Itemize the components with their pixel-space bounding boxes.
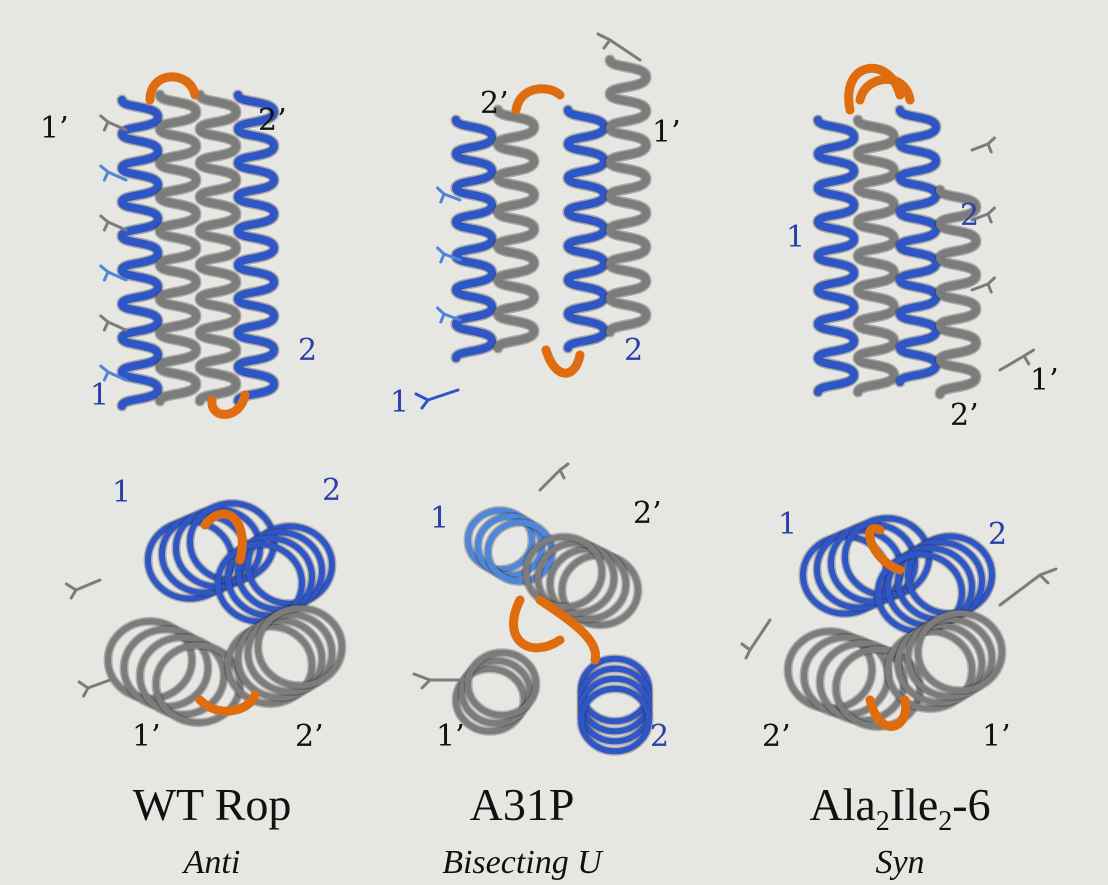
panel2-side-label-1: 1 [390, 385, 409, 420]
p2-sidechain [438, 308, 460, 322]
panel1-top-label-2: 2 [322, 473, 341, 508]
panel2-side-label-2prime: 2’ [480, 86, 509, 121]
panel3-top-label-1: 1 [778, 507, 797, 542]
p3-sidechain [972, 138, 994, 152]
panel2-side-label-1prime: 1’ [652, 115, 681, 150]
panel2-side-label-2: 2 [624, 333, 643, 368]
panel3-top-label-2prime: 2’ [762, 719, 791, 754]
panel1-top-label-2prime: 2’ [295, 719, 324, 754]
p2-loop-bottom [546, 350, 580, 373]
p2-loop-top [516, 89, 560, 110]
p3-sidechain [1000, 350, 1034, 370]
p1-sidechain [101, 316, 126, 330]
panel2-top-label-1: 1 [430, 501, 449, 536]
p1-sidechain [101, 116, 126, 130]
panel3-title-end: -6 [952, 779, 990, 830]
panel3-title-sub2: 2 [938, 806, 952, 837]
p3-top-sidechain [1000, 569, 1056, 605]
panel3-side-label-2: 2 [960, 198, 979, 233]
panel1-title: WT Rop [133, 779, 292, 830]
panel2-top-label-2: 2 [650, 719, 669, 754]
panel3-title-ala: Ala [809, 779, 875, 830]
panel3-title-ile: Ile [890, 779, 939, 830]
panel1-top-label-1prime: 1’ [132, 719, 161, 754]
panel2-top-label-1prime: 1’ [436, 719, 465, 754]
panel1-side-label-2prime: 2’ [258, 103, 287, 138]
p1-top-sidechain [79, 680, 110, 696]
p2-sidechain [598, 34, 640, 60]
panel3-title: Ala2Ile2-6 [809, 779, 990, 837]
panel1-side-label-2: 2 [298, 333, 317, 368]
p2-top-sidechain [540, 464, 568, 490]
panel3-title-sub1: 2 [876, 806, 890, 837]
p1-sidechain [101, 216, 126, 230]
p1-top-sidechain [66, 580, 100, 598]
panel3-subtitle: Syn [875, 844, 924, 881]
panel3-side-label-1prime: 1’ [1030, 363, 1059, 398]
p3-loop-top [849, 68, 900, 110]
panel1-side-label-1prime: 1’ [40, 111, 69, 146]
panel3-top-label-1prime: 1’ [982, 719, 1011, 754]
panel3-side-label-2prime: 2’ [950, 398, 979, 433]
panel3-top-label-2: 2 [988, 517, 1007, 552]
panel2-title: A31P [470, 779, 575, 830]
structures [66, 34, 1056, 751]
p2-sidechain [416, 390, 458, 408]
panel1-top-label-1: 1 [112, 475, 131, 510]
panel1-subtitle: Anti [182, 844, 241, 881]
panel1-side-label-1: 1 [90, 378, 109, 413]
panel2-top-label-2prime: 2’ [633, 496, 662, 531]
p3-top-sidechain [742, 620, 770, 658]
panel2-subtitle: Bisecting U [442, 844, 604, 881]
panel3-side-label-1: 1 [786, 220, 805, 255]
